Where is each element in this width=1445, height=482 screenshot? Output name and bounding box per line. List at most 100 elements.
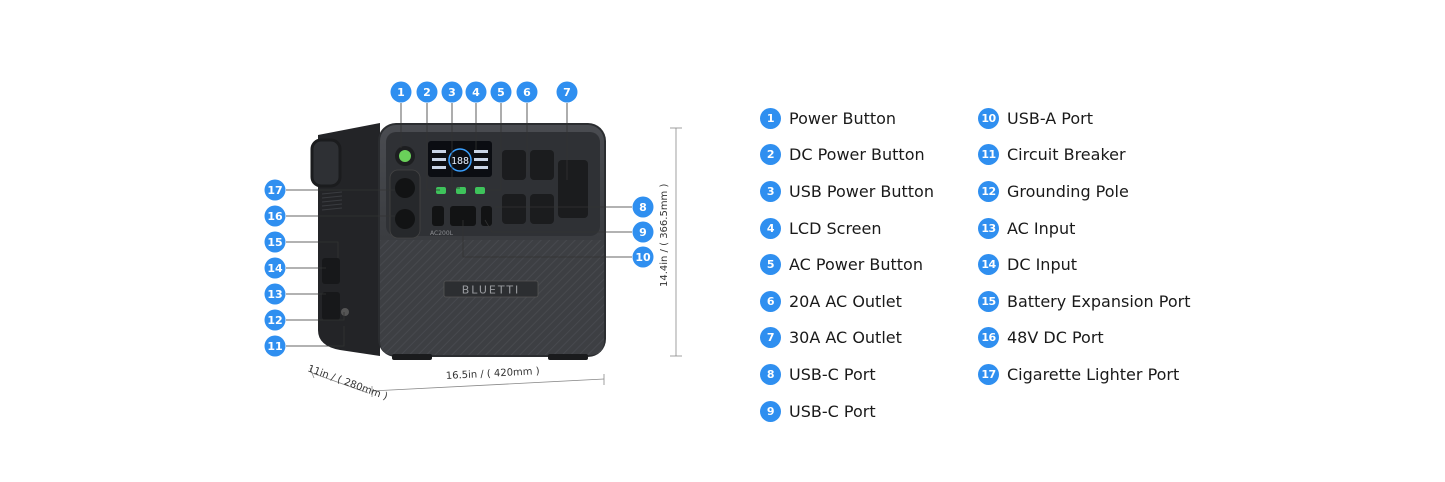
legend-label: 48V DC Port — [1007, 328, 1104, 348]
legend-badge: 4 — [760, 217, 781, 239]
front-grille — [380, 240, 604, 355]
legend-label: 20A AC Outlet — [789, 291, 902, 311]
ac-outlet-20a-2 — [530, 150, 554, 180]
ac-outlet-20a-1 — [502, 150, 526, 180]
callout-16: 16 — [267, 210, 283, 223]
dimension-width: 16.5in / ( 420mm ) — [446, 366, 540, 382]
callout-6: 6 — [523, 86, 531, 99]
callout-12: 12 — [267, 314, 282, 327]
legend-label: Grounding Pole — [1007, 181, 1129, 201]
legend-label: AC Input — [1007, 218, 1076, 238]
usb-a-ports — [450, 206, 476, 226]
ac-power-button — [475, 187, 485, 194]
device-side — [310, 123, 380, 356]
callout-13-circle — [264, 283, 286, 305]
callout-8: 8 — [639, 201, 647, 214]
legend-badge: 11 — [978, 144, 999, 166]
legend-item-7: 7 30A AC Outlet — [760, 320, 934, 357]
callout-2: 2 — [423, 86, 431, 99]
legend-badge: 12 — [978, 180, 999, 202]
legend-badge: 10 — [978, 107, 999, 129]
callout-14-circle — [264, 257, 286, 279]
legend-label: DC Input — [1007, 255, 1078, 275]
legend-badge: 14 — [978, 254, 999, 276]
callout-8-circle — [632, 196, 654, 218]
callout-15-circle — [264, 231, 286, 253]
usb-c-port-2 — [481, 206, 492, 226]
brand-logo: BLUETTI — [462, 284, 521, 297]
callout-12-circle — [264, 309, 286, 331]
grounding-pole — [341, 308, 349, 316]
callout-16-circle — [264, 205, 286, 227]
legend-item-6: 6 20A AC Outlet — [760, 283, 934, 320]
legend-badge: 17 — [978, 363, 999, 385]
legend-label: LCD Screen — [789, 218, 882, 238]
legend-item-2: 2 DC Power Button — [760, 137, 934, 174]
callout-3-circle — [441, 81, 463, 103]
legend-badge: 2 — [760, 144, 781, 166]
callout-4: 4 — [472, 86, 480, 99]
legend-badge: 7 — [760, 327, 781, 349]
legend-item-17: 17 Cigarette Lighter Port — [978, 356, 1191, 393]
legend-label: USB-C Port — [789, 364, 876, 384]
legend-label: AC Power Button — [789, 255, 923, 275]
legend-badge: 5 — [760, 254, 781, 276]
legend-label: USB-A Port — [1007, 108, 1094, 128]
cigarette-lighter-port — [395, 178, 415, 198]
power-button-light — [399, 150, 411, 162]
dimension-lines — [309, 127, 682, 397]
legend-item-12: 12 Grounding Pole — [978, 173, 1191, 210]
callout-11-circle — [264, 335, 286, 357]
brand-plate — [443, 280, 539, 298]
side-port-dc-input — [322, 258, 340, 284]
callout-7-circle — [556, 81, 578, 103]
callout-1: 1 — [397, 86, 405, 99]
callout-10-circle — [632, 246, 654, 268]
legend-item-14: 14 DC Input — [978, 246, 1191, 283]
legend-label: USB-C Port — [789, 401, 876, 421]
callout-17: 17 — [267, 184, 282, 197]
device-front: BLUETTI 188 AC200L — [378, 123, 606, 360]
callout-10: 10 — [635, 251, 651, 264]
legend-label: USB Power Button — [789, 181, 934, 201]
legend-badge: 9 — [760, 400, 781, 422]
legend-label: Battery Expansion Port — [1007, 291, 1191, 311]
callout-5: 5 — [497, 86, 505, 99]
callout-2-circle — [416, 81, 438, 103]
legend-item-15: 15 Battery Expansion Port — [978, 283, 1191, 320]
legend-badge: 15 — [978, 290, 999, 312]
legend-label: 30A AC Outlet — [789, 328, 902, 348]
usb-power-button — [456, 187, 466, 194]
handle — [310, 138, 342, 188]
callout-4-circle — [465, 81, 487, 103]
model-label: AC200L — [430, 230, 454, 237]
legend-badge: 3 — [760, 180, 781, 202]
callout-7: 7 — [563, 86, 571, 99]
legend-label: DC Power Button — [789, 145, 925, 165]
legend-item-8: 8 USB-C Port — [760, 356, 934, 393]
callout-14: 14 — [267, 262, 283, 275]
callout-5-circle — [490, 81, 512, 103]
dc-48v-port — [395, 209, 415, 229]
legend-item-11: 11 Circuit Breaker — [978, 137, 1191, 174]
legend-item-3: 3 USB Power Button — [760, 173, 934, 210]
legend-label: Cigarette Lighter Port — [1007, 364, 1180, 384]
legend-item-9: 9 USB-C Port — [760, 393, 934, 430]
side-vent — [321, 191, 343, 211]
callout-11: 11 — [267, 340, 282, 353]
legend-badge: 1 — [760, 107, 781, 129]
legend-label: Circuit Breaker — [1007, 145, 1126, 165]
callout-15: 15 — [267, 236, 282, 249]
callout-1-circle — [390, 81, 412, 103]
ac-outlet-30a — [558, 160, 588, 218]
legend-badge: 8 — [760, 363, 781, 385]
callout-9-circle — [632, 221, 654, 243]
legend-item-5: 5 AC Power Button — [760, 246, 934, 283]
legend-badge: 6 — [760, 290, 781, 312]
callout-17-circle — [264, 179, 286, 201]
